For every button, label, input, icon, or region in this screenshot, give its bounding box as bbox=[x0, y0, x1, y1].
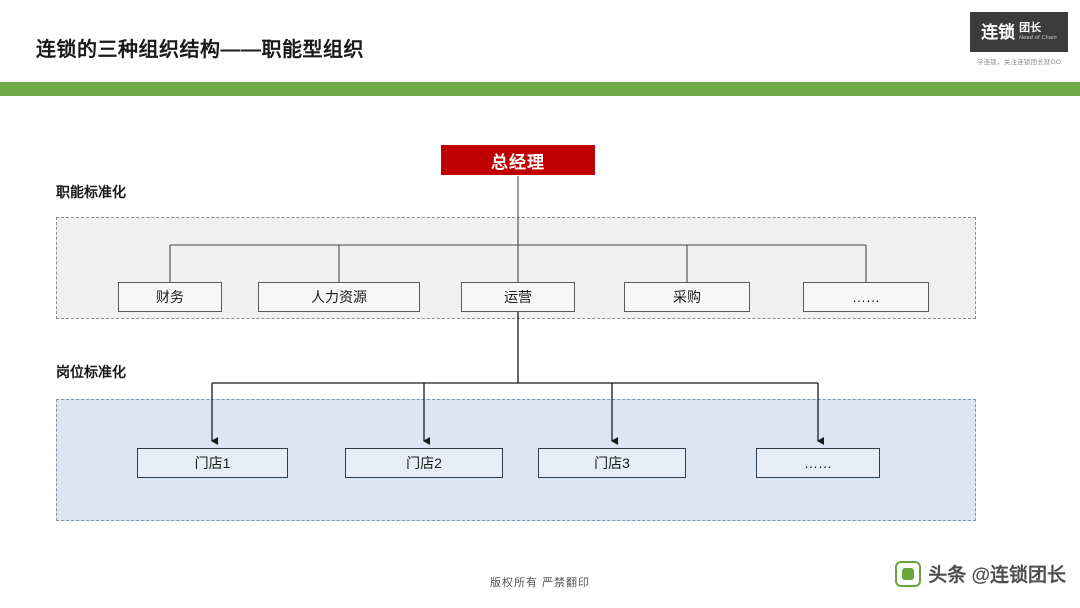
slide-header: 连锁的三种组织结构——职能型组织 连锁 团长 Head of Chain 学连锁… bbox=[0, 0, 1080, 82]
page-title: 连锁的三种组织结构——职能型组织 bbox=[36, 39, 364, 61]
logo-main-text: 连锁 bbox=[981, 22, 1016, 42]
node-procurement[interactable]: 采购 bbox=[624, 282, 750, 312]
node-general-manager[interactable]: 总经理 bbox=[440, 144, 596, 176]
accent-bar bbox=[0, 82, 1080, 96]
logo-sub-text: 团长 bbox=[1019, 21, 1042, 34]
node-operations[interactable]: 运营 bbox=[461, 282, 575, 312]
diagram-canvas: 职能标准化 岗位标准化 bbox=[0, 96, 1080, 608]
caption-functional-standardization: 职能标准化 bbox=[56, 184, 126, 200]
caption-position-standardization: 岗位标准化 bbox=[56, 364, 126, 380]
logo-badge: 连锁 团长 Head of Chain bbox=[970, 12, 1068, 52]
logo-tagline: 学连锁，关注连锁团长就GO bbox=[976, 59, 1062, 66]
watermark: 头条 @连锁团长 bbox=[895, 560, 1066, 587]
footer-copyright: 版权所有 严禁翻印 bbox=[489, 577, 591, 589]
node-store-2[interactable]: 门店2 bbox=[345, 448, 503, 478]
node-more-stores[interactable]: …… bbox=[756, 448, 880, 478]
node-human-resources[interactable]: 人力资源 bbox=[258, 282, 420, 312]
node-finance[interactable]: 财务 bbox=[118, 282, 222, 312]
brand-logo: 连锁 团长 Head of Chain 学连锁，关注连锁团长就GO bbox=[970, 12, 1068, 72]
logo-secondary-group: 团长 Head of Chain bbox=[1019, 21, 1057, 42]
watermark-text: 头条 @连锁团长 bbox=[928, 565, 1066, 586]
node-store-3[interactable]: 门店3 bbox=[538, 448, 686, 478]
node-store-1[interactable]: 门店1 bbox=[137, 448, 288, 478]
logo-english-text: Head of Chain bbox=[1019, 34, 1057, 41]
toutiao-icon bbox=[895, 560, 922, 587]
node-more-departments[interactable]: …… bbox=[803, 282, 929, 312]
